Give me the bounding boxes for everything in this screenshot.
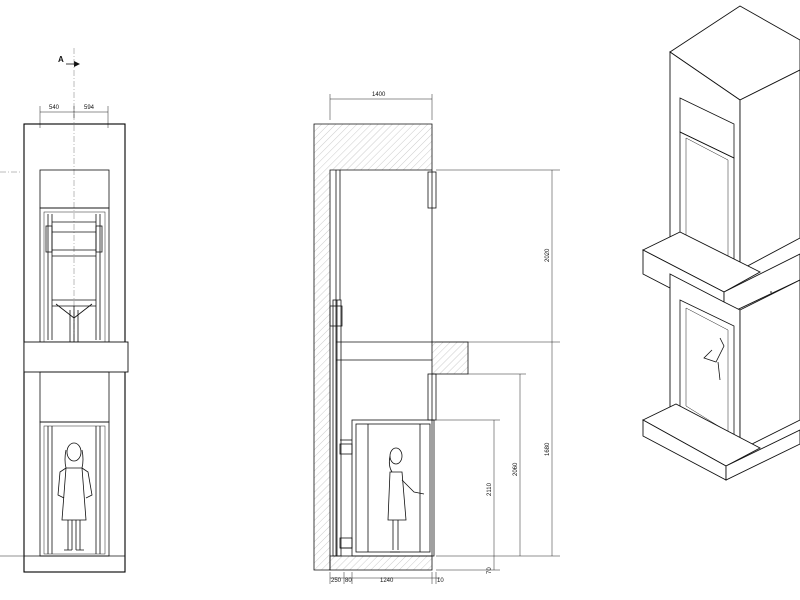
front-floor-slab <box>23 341 129 373</box>
dim-1400: 1400 <box>372 92 386 98</box>
dim-2020: 2020 <box>545 248 551 262</box>
dim-2060: 2060 <box>513 462 519 476</box>
front-elevation-view: A 540 594 <box>0 48 129 573</box>
front-upper-car-frame <box>45 214 103 342</box>
section-view: 1400 <box>313 92 560 584</box>
section-top-dimension: 1400 <box>329 92 433 120</box>
section-upper-door <box>427 171 437 209</box>
dim-1240: 1240 <box>380 578 394 584</box>
section-guide-rail <box>329 299 343 557</box>
isometric-upper-tower <box>669 5 800 271</box>
dim-540: 540 <box>49 105 60 111</box>
isometric-base <box>642 403 800 481</box>
section-cabin <box>339 419 435 557</box>
dim-1680: 1680 <box>545 442 551 456</box>
section-pit-floor <box>329 555 433 571</box>
dim-10: 10 <box>437 578 444 584</box>
isometric-view <box>641 5 800 481</box>
front-upper-door-frame <box>39 207 110 343</box>
section-floor-slab <box>431 341 469 375</box>
dim-70: 70 <box>487 567 493 574</box>
dim-594: 594 <box>84 105 95 111</box>
dim-80: 80 <box>345 578 352 584</box>
section-shaft-wall-left <box>313 123 433 571</box>
front-upper-door-header <box>39 169 110 209</box>
front-person-figure <box>57 442 93 551</box>
section-right-dimensions: 2020 1680 2060 2110 70 <box>436 169 560 574</box>
section-label: A <box>58 55 64 64</box>
dim-250: 250 <box>331 578 342 584</box>
isometric-lower-tower <box>669 273 800 451</box>
section-person-figure <box>387 447 425 553</box>
dim-2110: 2110 <box>487 482 493 496</box>
front-lower-door-frame <box>39 421 110 557</box>
section-bottom-dimensions: 250 80 1240 10 <box>329 572 444 584</box>
front-lower-door-header <box>39 371 110 423</box>
section-marker-a: A <box>58 55 80 67</box>
